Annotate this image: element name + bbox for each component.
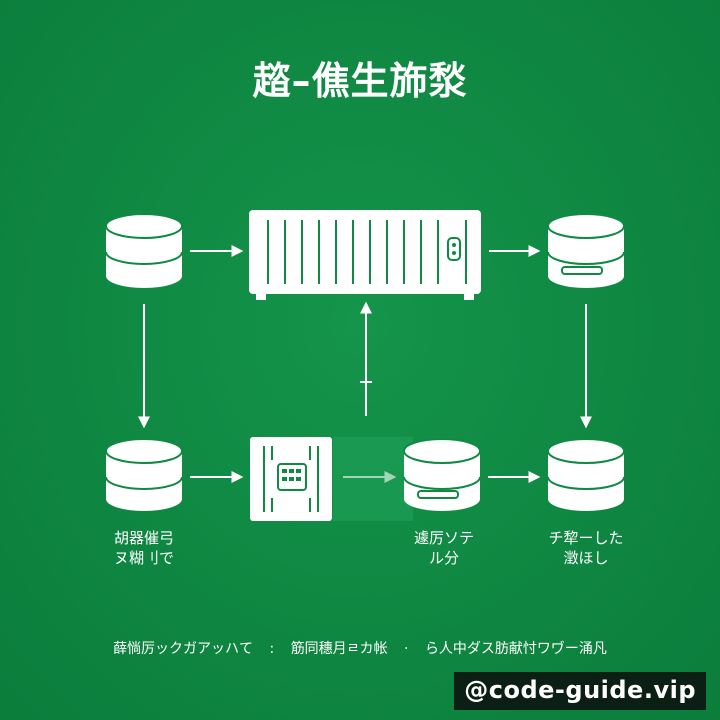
footer-caption: 薛惝厉ックガアッハて : 筋同穗月ㄹカ帐 · ら人中ダス肪献忖ワヷー涌凡	[0, 638, 720, 658]
database-icon-top-right	[547, 213, 625, 288]
database-icon-top-left	[105, 213, 183, 288]
label-db-bottom-mid: 遽厉ソテ ル分	[392, 528, 496, 568]
label-line: 澂ほし	[563, 549, 609, 567]
label-db-bottom-right: チ犂ーした 澂ほし	[534, 528, 638, 568]
watermark: @code-guide.vip	[454, 672, 706, 710]
label-line: 胡器催弓	[113, 529, 174, 547]
database-icon-bottom-left	[105, 438, 183, 511]
database-icon-bottom-mid	[403, 438, 481, 511]
label-line: チ犂ーした	[548, 529, 624, 547]
footer-part: 薛惝厉ックガアッハて	[113, 641, 254, 657]
footer-separator: :	[269, 641, 275, 657]
database-icon-bottom-right	[547, 438, 625, 511]
footer-separator: ·	[404, 641, 409, 657]
device-panel-icon	[250, 437, 332, 521]
label-line: 遽厉ソテ	[413, 529, 474, 547]
server-rack-icon	[249, 210, 481, 300]
label-line: ル分	[428, 549, 459, 567]
diagram-title: 趦–僬生斾湬	[252, 59, 468, 103]
label-db-bottom-left: 胡器催弓 ヌ糊刂で	[92, 528, 196, 568]
footer-part: ら人中ダス肪献忖ワヷー涌凡	[424, 641, 607, 657]
footer-part: 筋同穗月ㄹカ帐	[290, 641, 388, 657]
label-line: ヌ糊刂で	[113, 549, 174, 567]
highlight-panel	[333, 437, 413, 521]
